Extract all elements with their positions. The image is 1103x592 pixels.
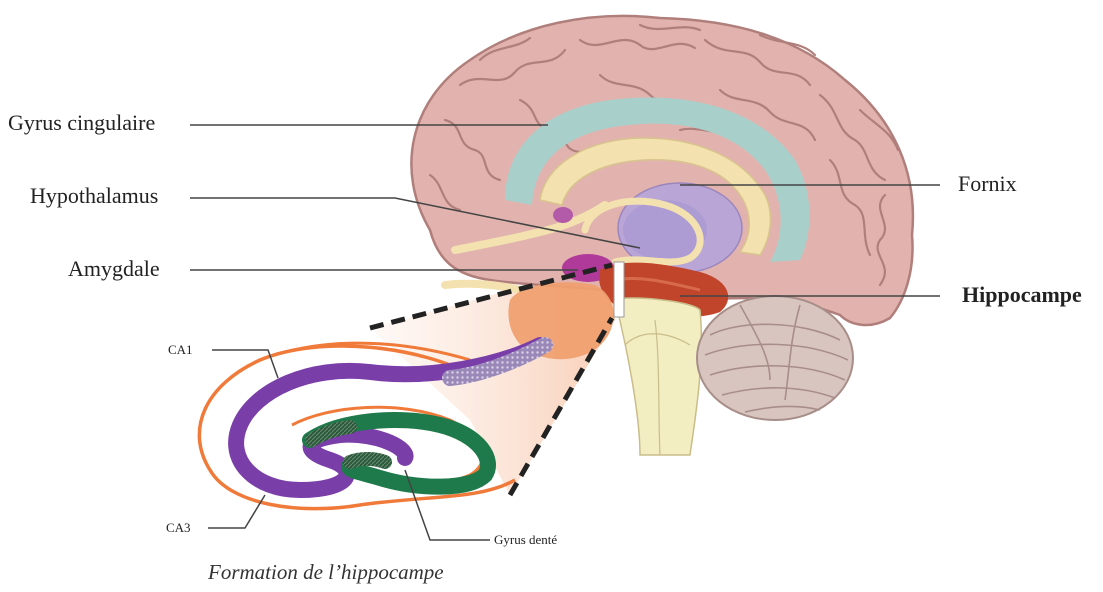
label-gyrus-cingulaire: Gyrus cingulaire <box>8 110 155 136</box>
label-fornix: Fornix <box>958 171 1017 197</box>
label-gyrus-dente: Gyrus denté <box>494 532 557 548</box>
label-ca3: CA3 <box>166 520 191 536</box>
label-hypothalamus: Hypothalamus <box>30 183 158 209</box>
cerebellum <box>697 296 853 420</box>
label-hippocampe: Hippocampe <box>962 282 1082 308</box>
caption: Formation de l’hippocampe <box>208 560 444 585</box>
label-amygdale: Amygdale <box>68 256 160 282</box>
label-ca1: CA1 <box>168 342 193 358</box>
hypothalamus <box>553 207 573 223</box>
